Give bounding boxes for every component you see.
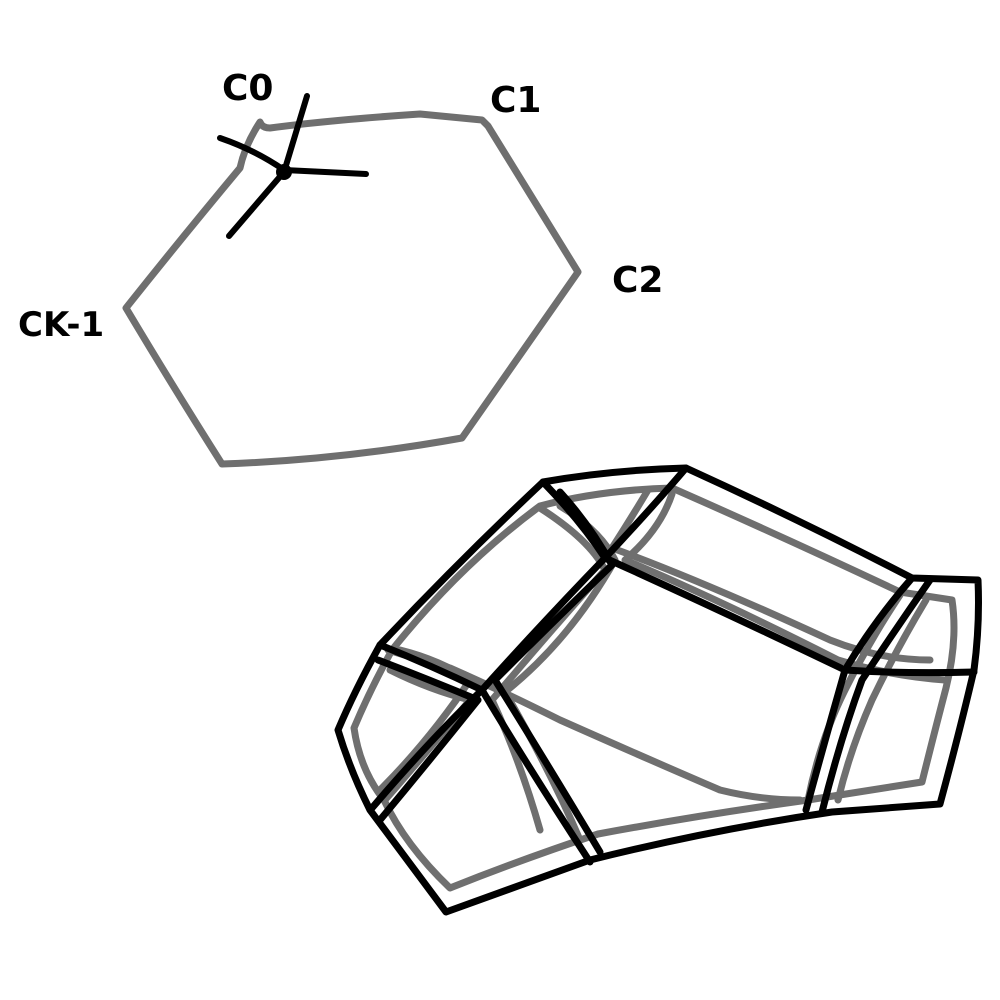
label-ck1: CK-1	[18, 305, 104, 345]
gray-curve-a	[488, 504, 609, 834]
black-curve-a	[478, 478, 609, 866]
label-c2: C2	[612, 260, 663, 301]
label-c0: C0	[222, 68, 273, 109]
black-curve-b	[601, 464, 978, 677]
quad-mesh-figure	[334, 464, 982, 916]
hexagon-figure: C0 C1 C2 CK-1	[18, 68, 663, 468]
c0-origin-dot	[276, 164, 292, 180]
gray-boundary	[350, 484, 958, 892]
black-curve-g	[818, 576, 934, 816]
black-curve-c	[368, 641, 486, 812]
hexagon-outline	[122, 110, 582, 468]
gray-curve-h	[834, 596, 930, 804]
axis-vertical	[281, 93, 310, 175]
gray-curve-i	[384, 646, 804, 804]
black-boundary	[334, 464, 982, 916]
black-curve-f	[374, 656, 482, 824]
axis-diagonal-down	[226, 169, 287, 239]
black-curve-e	[491, 488, 616, 856]
axis-horizontal	[281, 167, 369, 177]
mesh-black-strokes	[334, 464, 982, 916]
black-curve-d	[802, 574, 916, 814]
c0-axes	[217, 93, 369, 239]
label-c1: C1	[490, 80, 541, 121]
